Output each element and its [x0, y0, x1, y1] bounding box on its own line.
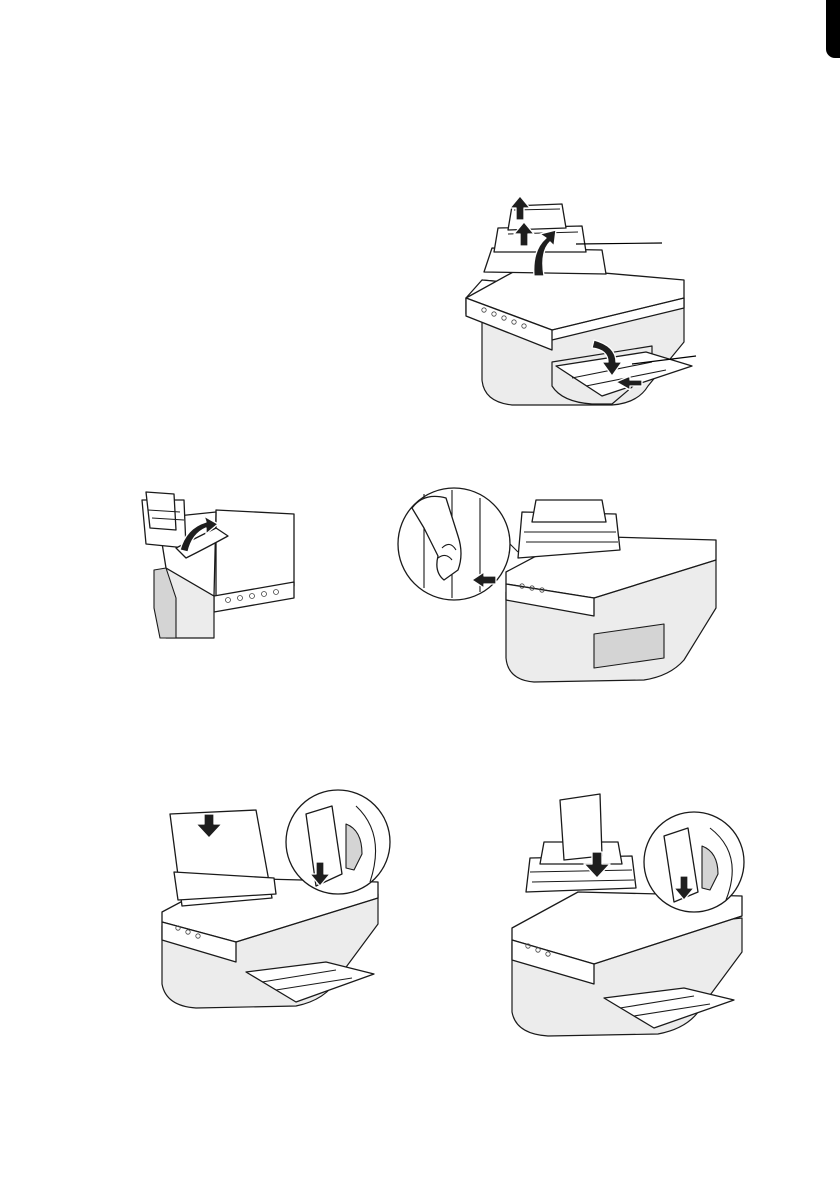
thumb-tab — [826, 0, 840, 58]
printer-closeup-illustration — [142, 492, 294, 638]
figure-load-paper-stack — [156, 794, 392, 1010]
inset-closeup — [286, 790, 390, 894]
figure-slide-edge-guide — [394, 488, 724, 684]
printer-illustration — [506, 500, 716, 682]
callout-leader-line — [576, 243, 662, 244]
inset-closeup — [398, 488, 518, 600]
paper-sheet — [560, 794, 602, 860]
inset-closeup — [644, 812, 744, 912]
printer-illustration — [466, 204, 692, 405]
figure-load-single-sheet — [508, 792, 752, 1062]
figure-flip-feeder-guard — [136, 488, 294, 638]
figure-extend-supports — [452, 190, 712, 412]
